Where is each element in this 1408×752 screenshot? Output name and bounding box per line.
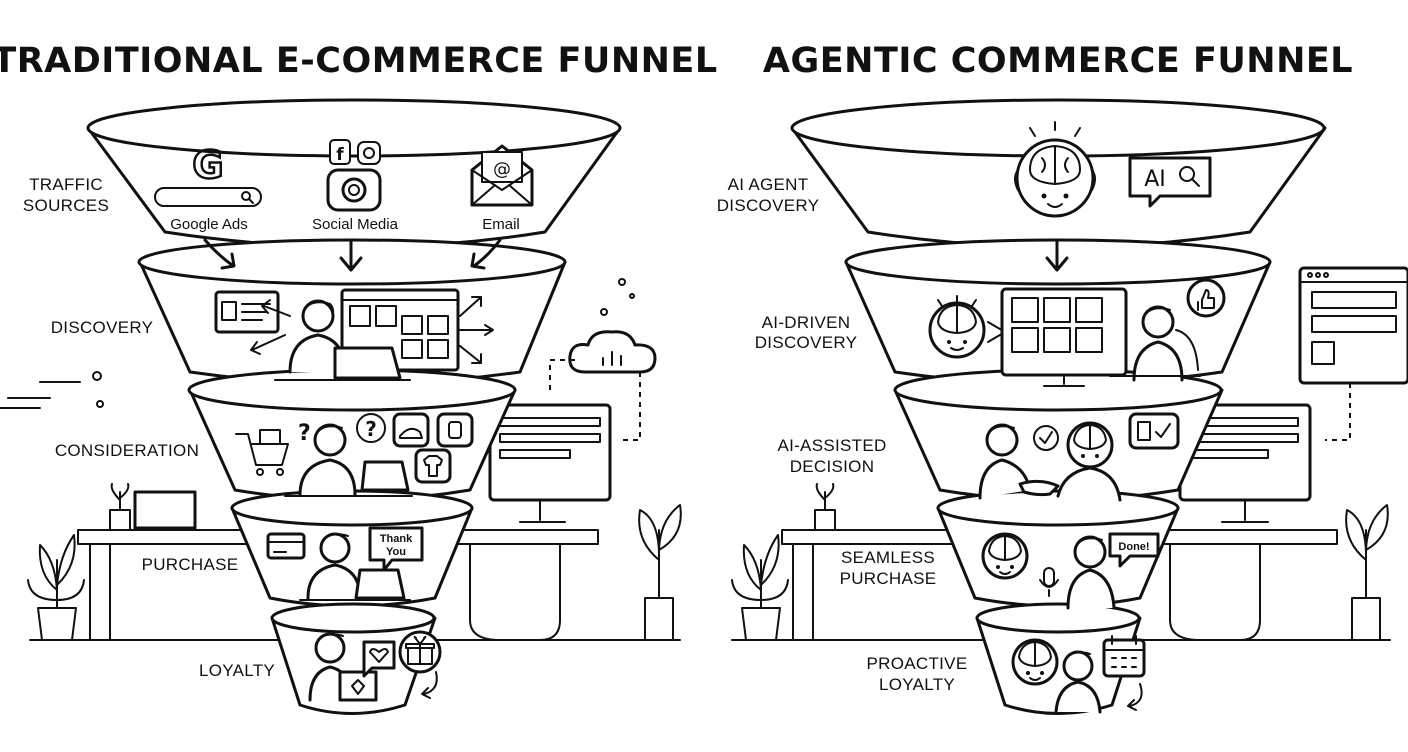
browser-window-icon — [1298, 266, 1408, 385]
plant-icon — [638, 504, 682, 641]
stage-label-loyalty: LOYALTY — [199, 661, 275, 680]
discovery-scene — [214, 288, 494, 381]
svg-text:f: f — [336, 145, 344, 165]
stage-label-purchase: PURCHASE — [142, 555, 239, 574]
source-label-social: Social Media — [312, 216, 399, 233]
right-title: AGENTIC COMMERCE FUNNEL — [763, 41, 1353, 81]
svg-text:You: You — [386, 546, 406, 558]
stage-label-purchase-2: PURCHASE — [840, 569, 937, 588]
loyalty-scene — [308, 630, 442, 702]
laptop-icon — [133, 490, 197, 530]
svg-text:G: G — [192, 143, 223, 187]
stage-label-ai-discovery-2: DISCOVERY — [755, 333, 858, 352]
source-label-email: Email — [482, 216, 520, 233]
box-icon — [338, 670, 378, 702]
shopping-cart-icon — [235, 429, 289, 476]
stage-label-traffic-1: TRAFFIC — [29, 175, 103, 194]
shoe-icon — [392, 412, 430, 448]
handshake-icon — [1018, 479, 1060, 497]
stage-label-loyalty-1: PROACTIVE — [867, 654, 968, 673]
laptop-icon — [360, 460, 410, 492]
plant-icon — [1345, 504, 1389, 641]
source-label-google: Google Ads — [170, 216, 248, 233]
thumbs-up-icon — [1186, 278, 1226, 318]
stage-label-discovery: DISCOVERY — [51, 318, 154, 337]
tshirt-icon — [414, 448, 452, 484]
credit-card-icon — [266, 532, 306, 560]
monitor-icon — [1000, 287, 1128, 387]
thank-you-bubble — [368, 526, 424, 572]
stage-label-ai-decision-1: AI-ASSISTED — [777, 436, 886, 455]
left-title: TRADITIONAL E-COMMERCE FUNNEL — [0, 41, 718, 81]
svg-text:@: @ — [493, 159, 511, 180]
microphone-icon — [1039, 567, 1059, 597]
stage-label-purchase-1: SEAMLESS — [841, 548, 935, 567]
stage-label-consideration: CONSIDERATION — [55, 441, 199, 460]
plant-icon — [27, 534, 85, 641]
svg-text:?: ? — [365, 417, 377, 441]
stage-label-loyalty-2: LOYALTY — [879, 675, 955, 694]
svg-text:Done!: Done! — [1118, 541, 1149, 553]
arrow-icon — [339, 238, 363, 272]
svg-text:AI: AI — [1144, 167, 1166, 192]
arrow-icon — [470, 238, 502, 270]
arrow-icon — [1045, 238, 1069, 272]
stage-label-traffic-2: SOURCES — [23, 196, 109, 215]
ai-loyalty-scene — [1011, 635, 1146, 714]
stage-label-agent-discovery-2: DISCOVERY — [717, 196, 820, 215]
ai-brain-icon — [928, 295, 986, 359]
watch-icon — [436, 412, 474, 448]
monitor-icon — [488, 403, 612, 502]
ai-purchase-scene: Done! — [981, 532, 1160, 610]
laptop-icon — [354, 568, 406, 600]
laptop-icon — [333, 346, 402, 380]
calendar-icon — [1102, 635, 1146, 678]
ai-brain-icon — [1056, 421, 1122, 502]
stage-label-agent-discovery-1: AI AGENT — [728, 175, 809, 194]
ai-brain-icon — [1011, 638, 1059, 686]
plant-icon — [731, 534, 789, 641]
ai-decision-scene — [978, 412, 1180, 502]
purchase-scene: Thank You — [266, 526, 424, 601]
ai-discovery-scene — [928, 278, 1226, 387]
ai-brain-icon — [1014, 121, 1096, 218]
ai-brain-icon — [981, 532, 1029, 580]
svg-text:Thank: Thank — [380, 533, 413, 545]
email-icon: @ — [470, 144, 534, 207]
social-media-icon: f — [326, 139, 382, 212]
left-desk-scene — [0, 278, 682, 641]
arrow-icon — [203, 238, 236, 270]
stage-label-ai-discovery-1: AI-DRIVEN — [762, 313, 851, 332]
check-icon — [1033, 425, 1059, 451]
cloud-chart-icon — [568, 330, 657, 374]
done-bubble — [1108, 532, 1160, 568]
right-tier-loyalty — [975, 602, 1142, 715]
stage-label-ai-decision-2: DECISION — [790, 457, 875, 476]
question-icon: ? — [298, 421, 311, 446]
google-icon: G — [154, 142, 262, 207]
consideration-scene: ? ? — [235, 412, 474, 497]
ai-search-icon: AI — [1128, 156, 1212, 208]
